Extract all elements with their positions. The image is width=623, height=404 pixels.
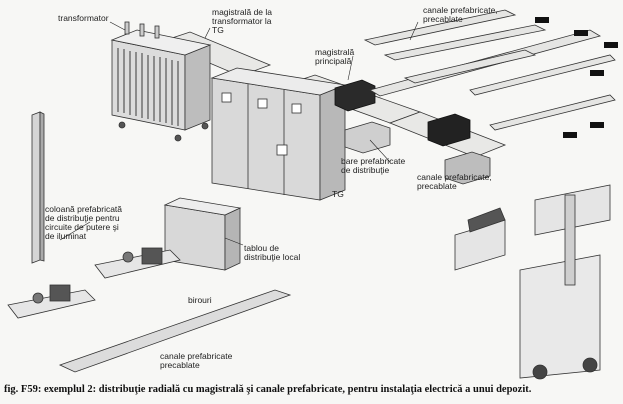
tg-cabinet [210, 67, 347, 201]
floor-channel [58, 289, 292, 373]
label-tablou: tablou de distribuţie local [244, 243, 301, 262]
label-canale-bottom: canale prefabricate precablate [160, 351, 233, 370]
office-desks [7, 247, 181, 319]
label-tg: TG [332, 189, 344, 199]
label-transformator: transformator [58, 13, 109, 23]
label-magistrala-transformator: magistrală de la transformator la TG [212, 7, 273, 35]
tap-off-boxes [334, 79, 491, 185]
figure-caption: fig. F59: exemplul 2: distribuţie radial… [4, 384, 532, 395]
label-magistrala-principala: magistrală principală [315, 47, 355, 66]
label-coloana: coloană prefabricată de distribuţie pent… [45, 204, 123, 241]
label-canale-right: canale prefabricate, precablate [417, 172, 492, 191]
label-canale-top: canale prefabricate, precablate [423, 5, 498, 24]
leader-lines [59, 21, 419, 246]
prefab-channels [363, 9, 616, 131]
forklift [519, 194, 601, 380]
transformer [110, 21, 212, 142]
label-bare-prefabricate: bare prefabricate de distribuţie [341, 156, 406, 175]
channel-end-blocks [535, 17, 618, 138]
prefab-column [31, 111, 45, 264]
label-birouri: birouri [188, 295, 212, 305]
local-board [163, 197, 242, 271]
